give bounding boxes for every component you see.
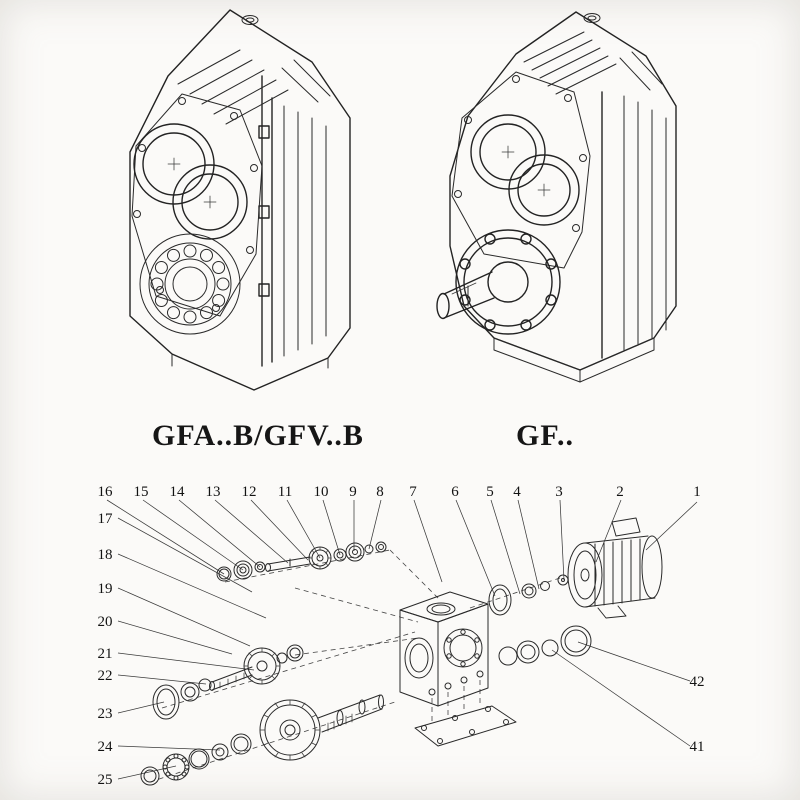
gearbox-gf-housing <box>449 11 677 371</box>
callout-24: 24 <box>98 739 114 755</box>
callout-41: 41 <box>690 739 705 755</box>
gearbox-gfab-bores <box>133 123 248 240</box>
callout-5: 5 <box>486 484 494 500</box>
motor-part <box>567 517 663 619</box>
gearbox-illustration-gfab <box>129 9 351 391</box>
gearbox-gfab-housing <box>129 9 351 391</box>
callout-21: 21 <box>98 646 113 662</box>
callout-20: 20 <box>98 614 113 630</box>
exploded-parts-diagram: 16 15 14 13 12 11 10 9 8 7 6 5 4 3 2 1 1… <box>98 484 705 788</box>
callout-15: 15 <box>134 484 149 500</box>
gearbox-gf-base <box>493 337 655 383</box>
gearbox-gf-side-ribs <box>623 95 667 351</box>
gearbox-gf-output-flange <box>455 229 561 335</box>
bottom-cover-parts <box>414 670 517 747</box>
gearbox-gfab-side-ribs <box>171 105 329 369</box>
callout-13: 13 <box>206 484 221 500</box>
gearbox-gf-cooling-fins <box>523 31 663 95</box>
gearbox-housing-part <box>399 591 489 707</box>
gearbox-gfab-output-bearing <box>139 233 241 335</box>
callout-3: 3 <box>555 484 563 500</box>
callout-17: 17 <box>98 511 114 527</box>
callout-numbers-right: 42 41 <box>690 674 705 755</box>
callout-6: 6 <box>451 484 459 500</box>
callout-numbers-top: 16 15 14 13 12 11 10 9 8 7 6 5 4 3 2 1 <box>98 484 701 500</box>
callout-numbers-left: 17 18 19 20 21 22 23 24 25 <box>98 511 114 788</box>
callout-14: 14 <box>170 484 186 500</box>
intermediate-shaft-parts <box>152 644 304 720</box>
callout-42: 42 <box>690 674 705 690</box>
output-shaft-parts <box>140 694 384 786</box>
callout-9: 9 <box>349 484 357 500</box>
gearbox-gf-top-plug <box>583 13 601 23</box>
gearbox-gfab-cooling-fins <box>177 49 331 125</box>
callout-7: 7 <box>409 484 417 500</box>
gearbox-gf-flange <box>451 71 591 269</box>
callout-2: 2 <box>616 484 624 500</box>
callout-16: 16 <box>98 484 114 500</box>
gearbox-gfab-flange <box>131 93 263 317</box>
input-coupling-parts <box>488 574 569 616</box>
callout-12: 12 <box>242 484 257 500</box>
callout-8: 8 <box>376 484 384 500</box>
callout-10: 10 <box>314 484 329 500</box>
gearbox-illustration-gf <box>436 11 677 383</box>
callout-23: 23 <box>98 706 113 722</box>
gearbox-gfab-top-plug <box>241 15 259 25</box>
leader-lines <box>106 499 698 780</box>
callout-11: 11 <box>278 484 292 500</box>
input-shaft-parts <box>216 541 387 582</box>
callout-1: 1 <box>693 484 701 500</box>
assembly-axis-lines <box>149 549 561 783</box>
callout-4: 4 <box>513 484 521 500</box>
model-label-gfab: GFA..B/GFV..B <box>152 419 364 452</box>
gearbox-gf-output-shaft <box>436 271 495 320</box>
callout-22: 22 <box>98 668 113 684</box>
callout-18: 18 <box>98 547 113 563</box>
callout-25: 25 <box>98 772 113 788</box>
gearbox-gf-bores <box>470 114 580 226</box>
model-label-gf: GF.. <box>516 419 574 452</box>
callout-19: 19 <box>98 581 113 597</box>
output-ring-parts <box>498 625 592 666</box>
